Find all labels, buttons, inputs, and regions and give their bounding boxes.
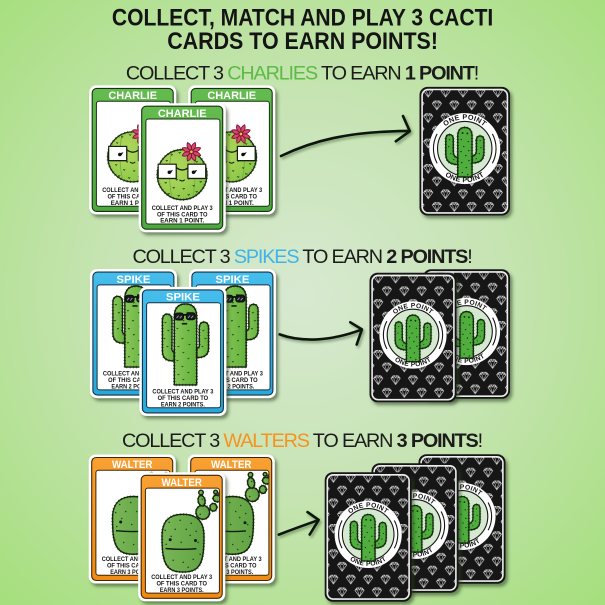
svg-text:WALTER: WALTER [112, 459, 153, 471]
svg-text:COLLECT 3 CHARLIES TO EARN 1 P: COLLECT 3 CHARLIES TO EARN 1 POINT! [126, 62, 478, 84]
svg-text:COLLECT 3 WALTERS TO EARN 3 PO: COLLECT 3 WALTERS TO EARN 3 POINTS! [122, 430, 482, 452]
svg-text:SPIKE: SPIKE [116, 274, 151, 286]
svg-text:ONE POINT: ONE POINT [444, 170, 486, 185]
svg-text:COLLECT 3 SPIKES TO EARN 2 POI: COLLECT 3 SPIKES TO EARN 2 POINTS! [132, 246, 471, 268]
svg-text:EARN 1 POINT.: EARN 1 POINT. [160, 218, 204, 225]
svg-text:EARN 3 POINTS.: EARN 3 POINTS. [160, 587, 204, 594]
svg-text:CHARLIE: CHARLIE [108, 90, 157, 102]
svg-text:EARN 3 POINTS.: EARN 3 POINTS. [209, 569, 253, 576]
svg-text:OF THIS CARD TO: OF THIS CARD TO [108, 377, 158, 384]
svg-text:OF THIS CARD TO: OF THIS CARD TO [206, 194, 257, 201]
svg-text:OF THIS CARD TO: OF THIS CARD TO [156, 580, 207, 587]
svg-text:COLLECT AND PLAY 3: COLLECT AND PLAY 3 [152, 205, 213, 212]
svg-text:EARN 2 POINTS.: EARN 2 POINTS. [111, 384, 155, 391]
svg-text:COLLECT AND PLAY 3: COLLECT AND PLAY 3 [102, 556, 163, 563]
svg-text:WALTER: WALTER [161, 477, 202, 489]
svg-text:COLLECT AND PLAY 3: COLLECT AND PLAY 3 [201, 187, 262, 194]
svg-text:COLLECT AND PLAY 3: COLLECT AND PLAY 3 [151, 574, 212, 581]
svg-text:OF THIS CARD TO: OF THIS CARD TO [206, 563, 257, 570]
svg-text:SPIKE: SPIKE [166, 292, 201, 304]
svg-text:COLLECT AND PLAY 3: COLLECT AND PLAY 3 [201, 556, 262, 563]
svg-text:COLLECT AND PLAY 3: COLLECT AND PLAY 3 [102, 187, 163, 194]
svg-text:CHARLIE: CHARLIE [158, 108, 207, 120]
svg-text:OF THIS CARD TO: OF THIS CARD TO [207, 377, 258, 384]
svg-text:OF THIS CARD TO: OF THIS CARD TO [107, 563, 158, 570]
svg-text:COLLECT, MATCH AND PLAY 3 CACT: COLLECT, MATCH AND PLAY 3 CACTI [112, 4, 493, 30]
svg-text:WALTER: WALTER [211, 459, 252, 471]
svg-text:CHARLIE: CHARLIE [207, 90, 256, 102]
svg-text:COLLECT AND PLAY 3: COLLECT AND PLAY 3 [152, 389, 213, 396]
svg-text:EARN 1 POINT.: EARN 1 POINT. [210, 200, 254, 207]
svg-text:SPIKE: SPIKE [215, 274, 250, 286]
svg-text:EARN 1 POINT.: EARN 1 POINT. [111, 200, 155, 207]
svg-text:OF THIS CARD TO: OF THIS CARD TO [107, 194, 158, 201]
svg-text:OF THIS CARD TO: OF THIS CARD TO [157, 211, 208, 218]
svg-text:COLLECT AND PLAY 3: COLLECT AND PLAY 3 [202, 371, 263, 378]
svg-text:CARDS TO EARN POINTS!: CARDS TO EARN POINTS! [167, 28, 438, 54]
svg-text:EARN 2 POINTS.: EARN 2 POINTS. [210, 384, 254, 391]
svg-text:COLLECT AND PLAY 3: COLLECT AND PLAY 3 [103, 371, 164, 378]
svg-text:EARN 2 POINTS.: EARN 2 POINTS. [161, 401, 205, 408]
svg-text:EARN 3 POINTS.: EARN 3 POINTS. [110, 569, 154, 576]
svg-text:OF THIS CARD TO: OF THIS CARD TO [158, 395, 209, 402]
